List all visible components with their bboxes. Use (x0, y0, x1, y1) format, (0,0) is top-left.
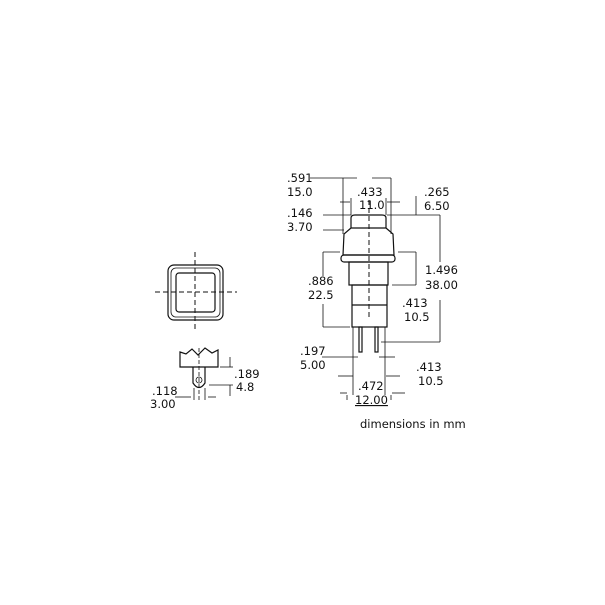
dim-terminal-width-in: .118 (152, 384, 178, 398)
dim-bushing-length-in: .413 (402, 296, 428, 310)
dim-body-width-mm: 10.5 (418, 374, 444, 388)
side-view (310, 177, 441, 400)
top-view (155, 252, 237, 332)
dim-terminal-height-mm: 4.8 (236, 380, 254, 394)
units-note: dimensions in mm (360, 417, 466, 431)
dim-cap-width-mm: 11.0 (359, 198, 385, 212)
dim-pin-spacing-in: .197 (300, 344, 326, 358)
dim-bushing-length-mm: 10.5 (404, 310, 430, 324)
dim-total-length-mm: 38.00 (425, 278, 458, 292)
dim-body-length-in: .886 (308, 274, 334, 288)
dim-cap-height-in: .146 (287, 206, 313, 220)
terminal-view (175, 347, 233, 400)
dim-overall-mm: 15.0 (287, 185, 313, 199)
dim-body-width-in: .413 (416, 360, 442, 374)
dim-cap-width-in: .433 (357, 185, 383, 199)
dim-thread-mm: 12.00 (355, 393, 388, 407)
dim-thread-in: .472 (358, 379, 384, 393)
dim-terminal-height-in: .189 (234, 367, 260, 381)
dim-total-length-in: 1.496 (425, 263, 458, 277)
dim-overall-in: .591 (287, 171, 313, 185)
dim-pin-spacing-mm: 5.00 (300, 358, 326, 372)
dim-cap-offset-in: .265 (424, 185, 450, 199)
dim-cap-height-mm: 3.70 (287, 220, 313, 234)
dim-terminal-width-mm: 3.00 (150, 397, 176, 411)
dim-cap-offset-mm: 6.50 (424, 199, 450, 213)
dim-body-length-mm: 22.5 (308, 288, 334, 302)
